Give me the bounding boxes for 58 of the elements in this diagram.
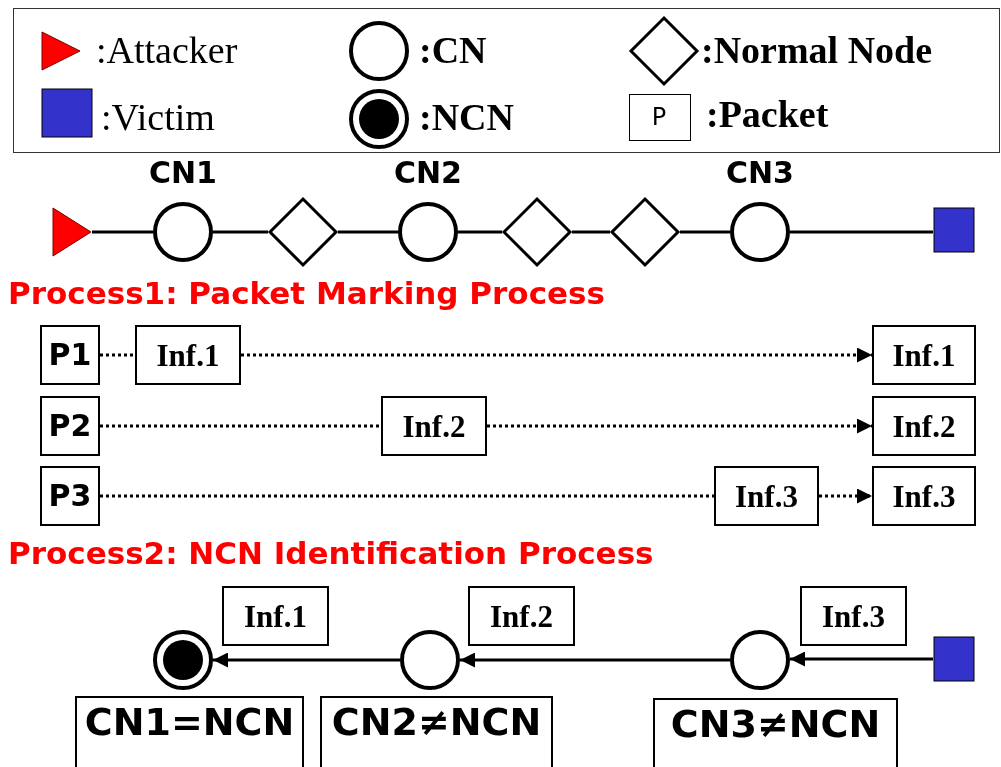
label-box: [872, 396, 976, 456]
packet-label: P1: [48, 340, 92, 370]
info-label: Inf.1: [892, 339, 956, 371]
node-label: CN1: [149, 158, 217, 188]
label-box: [800, 586, 907, 646]
info-label: Inf.3: [892, 480, 956, 512]
legend-label: :CN: [419, 31, 487, 69]
label-box: [653, 698, 898, 767]
connector-line: [92, 230, 153, 234]
process-heading: Process2: NCN Identification Process: [8, 538, 654, 569]
legend-label: :Normal Node: [701, 31, 933, 69]
info-label: Inf.3: [822, 600, 885, 632]
label-box: [320, 696, 553, 767]
packet-box: [40, 396, 100, 456]
packet-label: P2: [48, 411, 92, 441]
connector-line: [100, 494, 714, 498]
info-label: Inf.2: [490, 600, 553, 632]
connector-line: [100, 424, 381, 428]
label-box: [714, 466, 819, 526]
connector-line: [572, 230, 610, 234]
packet-label: P3: [48, 481, 92, 511]
arrow: [213, 652, 400, 668]
legend-label: :Packet: [706, 95, 829, 133]
packet-box: [40, 325, 100, 385]
result-label: CN3≠NCN: [670, 705, 881, 743]
node-label: CN2: [394, 158, 462, 188]
connector-line: [213, 230, 268, 234]
result-label: CN2≠NCN: [331, 703, 542, 741]
label-box: [872, 466, 976, 526]
info-label: Inf.2: [892, 410, 956, 442]
connector-line: [458, 230, 502, 234]
arrow: [241, 347, 872, 363]
info-label: Inf.3: [735, 480, 798, 512]
info-label: Inf.1: [156, 339, 220, 371]
label-box: [135, 325, 241, 385]
label-box: [222, 586, 329, 646]
arrow: [487, 418, 872, 434]
node-label: CN3: [726, 158, 794, 188]
connector-line: [338, 230, 398, 234]
packet-box: [40, 466, 100, 526]
arrow: [460, 652, 730, 668]
packet-letter: P: [651, 104, 667, 129]
connector-line: [100, 353, 135, 357]
connector-line: [790, 230, 933, 234]
info-label: Inf.2: [402, 410, 466, 442]
arrow: [819, 488, 872, 504]
label-box: [468, 586, 575, 646]
label-box: [75, 696, 304, 767]
arrow: [790, 651, 933, 667]
connector-line: [680, 230, 730, 234]
legend-label: :NCN: [419, 98, 514, 136]
label-box: [872, 325, 976, 385]
legend-label: :Victim: [101, 98, 215, 136]
legend-label: :Attacker: [96, 31, 238, 69]
label-box: [381, 396, 487, 456]
result-label: CN1=NCN: [84, 703, 295, 741]
info-label: Inf.1: [244, 600, 307, 632]
process-heading: Process1: Packet Marking Process: [8, 278, 605, 309]
